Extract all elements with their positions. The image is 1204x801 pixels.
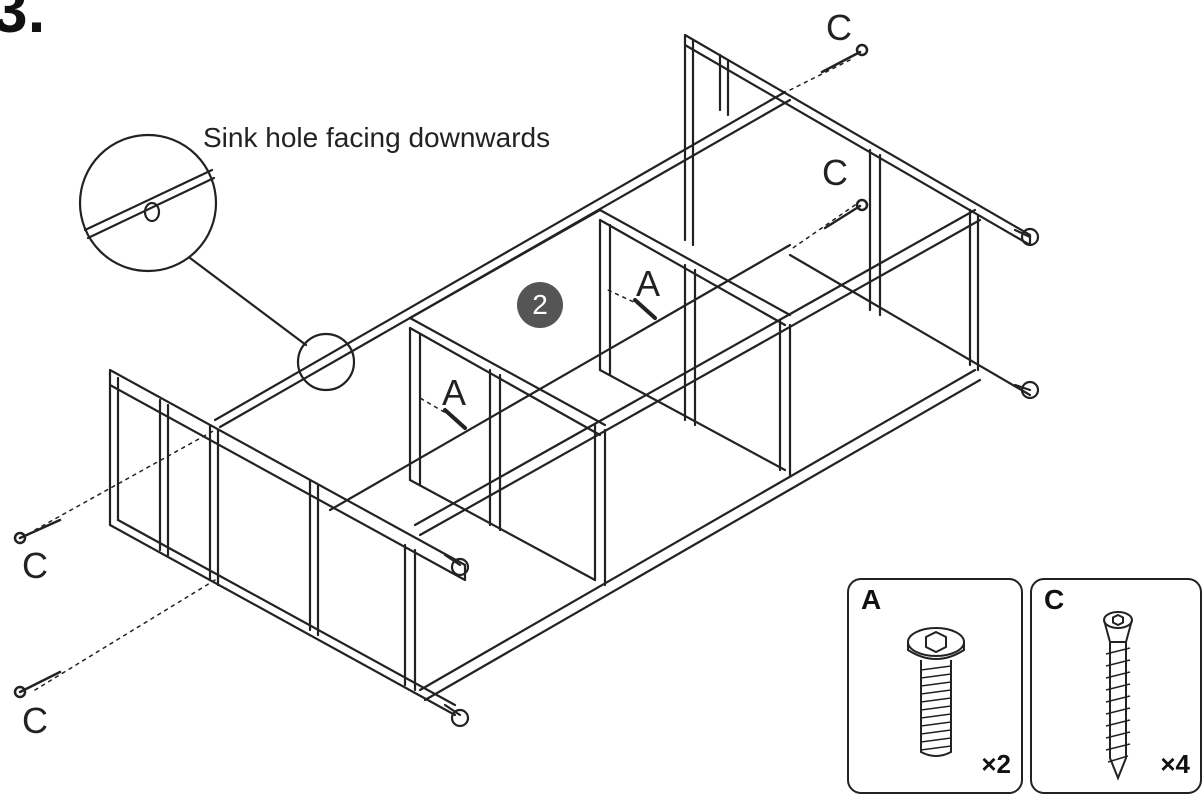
front-bottom-rail [418, 368, 982, 702]
label-a-right: A [636, 263, 661, 304]
callout-note: Sink hole facing downwards [203, 122, 551, 153]
flat-head-hex-bolt-icon [907, 627, 965, 757]
legend-letter-a: A [861, 584, 882, 615]
legend-qty-c: ×4 [1160, 749, 1190, 779]
label-a-left: A [442, 372, 467, 413]
divider-frame-left [408, 208, 607, 587]
label-c-mid-right: C [822, 152, 848, 193]
legend-box-a: A ×2 [847, 578, 1023, 794]
front-left-leg [403, 543, 417, 692]
label-c-left-lower: C [22, 700, 48, 741]
back-bottom-rail [328, 243, 792, 512]
label-c-left-upper: C [22, 545, 48, 586]
divider-frame-right [598, 208, 792, 477]
label-c-top-right: C [826, 7, 852, 48]
feet [443, 227, 1040, 728]
left-end-frame [108, 368, 467, 717]
wood-screw-icon [1103, 611, 1133, 781]
a-bolts-in-diagram [443, 298, 657, 430]
magnifier-callout [78, 133, 356, 392]
right-end-frame [683, 33, 1032, 397]
c-screws-in-diagram [13, 43, 869, 699]
step-number: 3. [0, 0, 46, 46]
legend-letter-c: C [1044, 584, 1065, 615]
part-badge: 2 [517, 282, 563, 328]
legend-qty-a: ×2 [981, 749, 1011, 779]
legend-box-c: C ×4 [1030, 578, 1202, 794]
